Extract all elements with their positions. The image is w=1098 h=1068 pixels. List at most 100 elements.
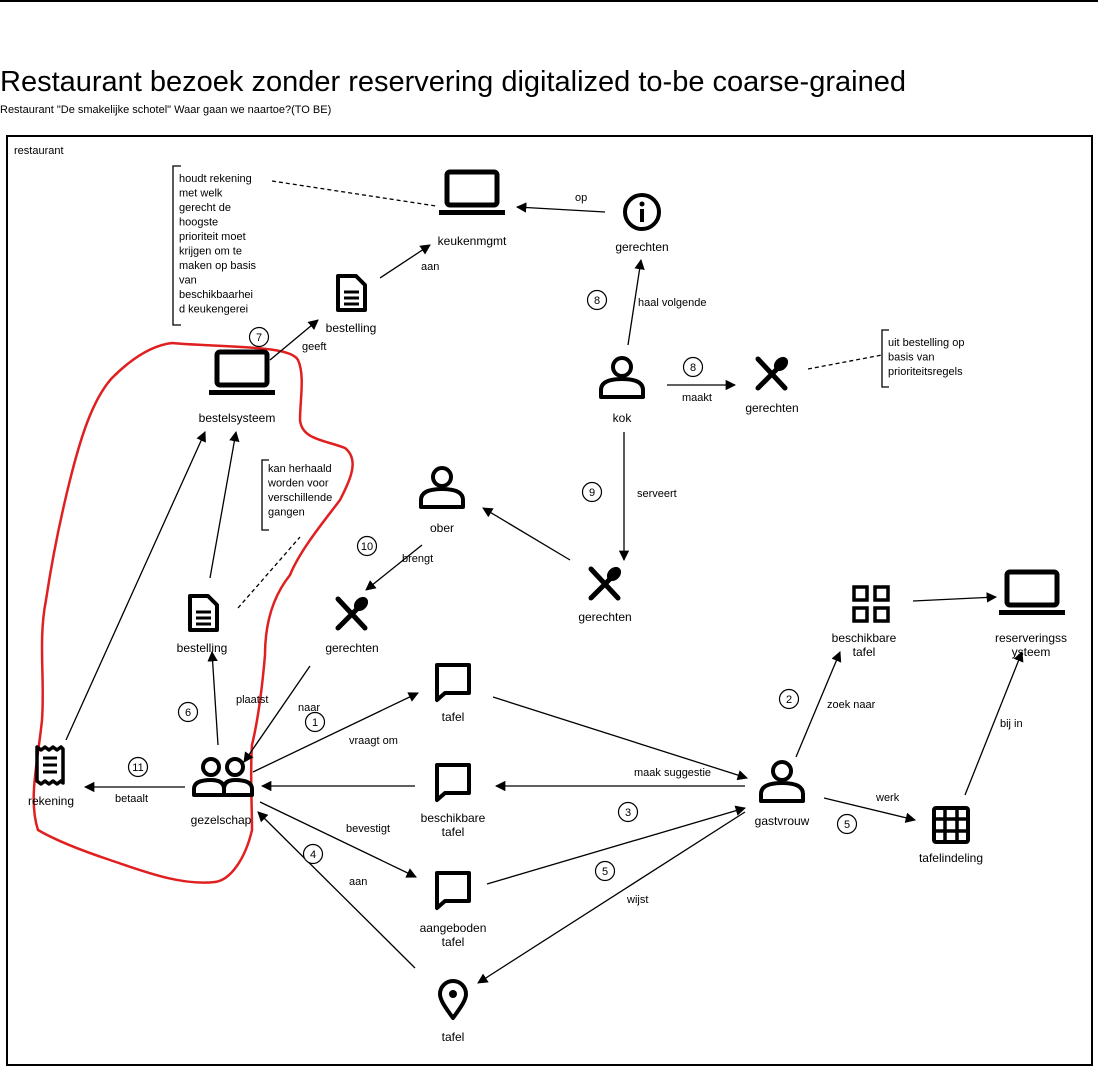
edge-label: naar: [298, 702, 320, 714]
note-keuken: houdt rekening met welk gerecht de hoogs…: [179, 173, 257, 316]
step-circle: [581, 481, 603, 503]
restaurant-frame: [6, 135, 1093, 1066]
step-circle: [127, 756, 149, 778]
edge-bestelling-to-bestelsysteem: [209, 430, 240, 579]
note-keuken-line: gerecht de: [179, 202, 231, 214]
node-label-gastvrouw: gastvrouw: [755, 814, 810, 828]
bracket-bestelling: [261, 459, 269, 531]
edge-label: bij in: [1000, 718, 1023, 730]
node-label-reserveringssysteem: ysteem: [1012, 645, 1051, 659]
edges: [65, 202, 1024, 984]
edge-label: maakt: [682, 392, 712, 404]
node-label-beschikbare-tafel: beschikbare: [421, 811, 486, 825]
edge-label: zoek naar: [827, 699, 876, 711]
step-number: 9: [589, 487, 595, 499]
note-bestelling-line: verschillende: [268, 492, 332, 504]
edge-label: vraagt om: [349, 735, 398, 747]
note-keuken-line: prioriteit moet: [179, 231, 246, 243]
step-number: 5: [844, 819, 850, 831]
chat-icon: [435, 871, 471, 910]
step-number: 8: [690, 362, 696, 374]
step-number: 6: [185, 707, 191, 719]
edge-gastvrouw-to-tafel-pin: [477, 811, 746, 984]
note-bestelling-line: worden voor: [267, 478, 329, 490]
edge-info-to-keukenmgmt: [515, 202, 606, 213]
edge-label: betaalt: [115, 793, 148, 805]
node-label-tafelindeling: tafelindeling: [919, 851, 983, 865]
edge-label: aan: [421, 261, 439, 273]
dashed-bestelling-note: [237, 536, 301, 609]
cutlery-icon: [338, 594, 371, 628]
person-icon: [759, 760, 805, 803]
edge-tafel-pin-to-gezelschap: [257, 811, 416, 969]
edge-aangeboden-to-gastvrouw: [486, 805, 746, 885]
step-number: 3: [625, 807, 631, 819]
step-circle: [248, 326, 270, 348]
dashed-links: [237, 180, 883, 609]
cutlery-icon: [758, 354, 791, 388]
node-label-beschikbare-tafel-grid: beschikbare: [832, 631, 897, 645]
step-circle: [177, 701, 199, 723]
laptop-icon: [209, 352, 275, 395]
highlight-loop: [32, 341, 354, 884]
node-label-beschikbare-tafel-grid: tafel: [853, 645, 876, 659]
edge-bestelsysteem-to-bestelling: [269, 319, 319, 361]
step-circle: [356, 535, 378, 557]
document-icon: [336, 274, 367, 312]
node-label-bestelling-mid: bestelling: [177, 641, 228, 655]
node-label-bestelsysteem: bestelsysteem: [199, 411, 276, 425]
step-number: 7: [256, 332, 262, 344]
edge-tafel-to-gastvrouw: [492, 696, 748, 781]
step-circle: [836, 813, 858, 835]
step-circle: [586, 289, 608, 311]
note-kok-line: basis van: [888, 352, 934, 364]
node-label-gerechten-left: gerechten: [325, 641, 378, 655]
note-keuken-line: van: [179, 275, 197, 287]
person-icon: [599, 356, 645, 399]
laptop-icon: [439, 172, 505, 215]
step-number: 2: [786, 694, 792, 706]
step-number: 8: [594, 295, 600, 307]
note-brackets: [172, 165, 889, 531]
edge-gezelschap-to-tafel: [252, 692, 419, 773]
dashed-keuken-note: [271, 180, 437, 207]
node-label-gerechten-mid: gerechten: [578, 610, 631, 624]
edge-label: serveert: [637, 488, 677, 500]
edge-label: haal volgende: [638, 297, 707, 309]
node-label-aangeboden-tafel: aangeboden: [420, 921, 487, 935]
node-label-ober: ober: [430, 521, 454, 535]
step-circle: [682, 356, 704, 378]
edge-gezelschap-to-aangeboden: [259, 801, 417, 878]
note-keuken-line: houdt rekening: [179, 173, 252, 185]
edge-beschikbare-tafel-to-reservering: [912, 592, 998, 603]
node-label-tafel-chat: tafel: [442, 710, 465, 724]
edge-label: maak suggestie: [634, 767, 711, 779]
note-keuken-line: met welk: [179, 188, 223, 200]
edge-rekening-to-bestelsysteem: [65, 431, 206, 741]
edge-bestelling-to-keukenmgmt: [379, 244, 431, 279]
node-label-tafel-pin: tafel: [442, 1030, 465, 1044]
note-bestelling: kan herhaald worden voor verschillende g…: [267, 463, 332, 519]
step-circle: [617, 801, 639, 823]
step-circle: [594, 860, 616, 882]
page-title: Restaurant bezoek zonder reservering dig…: [0, 66, 906, 98]
note-kok-line: prioriteitsregels: [888, 366, 963, 378]
map-pin-icon: [438, 979, 468, 1020]
note-keuken-line: beschikbaarhei: [179, 289, 253, 301]
step-number: 11: [132, 762, 143, 774]
edge-label: aan: [349, 876, 367, 888]
note-keuken-line: d keukengerei: [179, 304, 248, 316]
table-grid-icon: [932, 806, 970, 844]
receipt-icon: [35, 745, 65, 786]
chat-icon: [435, 663, 471, 702]
top-border-line: [0, 0, 1098, 2]
step-circle: [302, 843, 324, 865]
laptop-icon: [999, 572, 1065, 615]
edge-gerechten-to-gezelschap: [243, 665, 311, 763]
node-label-reserveringssysteem: reserveringss: [995, 631, 1067, 645]
edge-ober-to-gerechten: [365, 544, 423, 591]
edge-tafelindeling-to-reservering: [964, 651, 1024, 796]
note-bestelling-line: kan herhaald: [268, 463, 332, 475]
note-kok: uit bestelling op basis van prioriteitsr…: [888, 337, 964, 378]
